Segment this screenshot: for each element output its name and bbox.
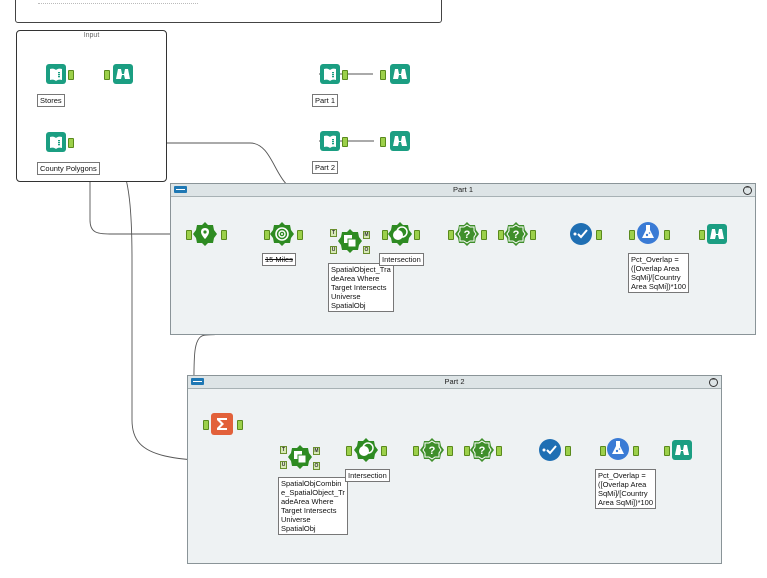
output-anchor[interactable]: [565, 446, 571, 456]
spatial-match-icon[interactable]: [338, 229, 362, 253]
collapse-icon[interactable]: ⌃: [709, 378, 718, 387]
spatial-match-label[interactable]: SpatialObjCombin e_SpatialObject_Tr adeA…: [278, 477, 348, 535]
stores-label[interactable]: Stores: [37, 94, 65, 107]
universe-anchor-tag[interactable]: U: [280, 461, 287, 469]
part1-header[interactable]: Part 1 ⌃: [171, 184, 755, 197]
match-anchor-tag[interactable]: M: [363, 231, 370, 239]
top-comment-box[interactable]: [15, 0, 442, 23]
universe-anchor-tag[interactable]: U: [330, 246, 337, 254]
trade-area-icon[interactable]: [270, 222, 294, 246]
input-anchor[interactable]: [186, 230, 192, 240]
input-anchor[interactable]: [629, 230, 635, 240]
filter-icon[interactable]: ?: [470, 438, 494, 462]
filter-icon[interactable]: ?: [504, 222, 528, 246]
svg-text:?: ?: [513, 229, 520, 241]
collapse-icon[interactable]: ⌃: [743, 186, 752, 195]
input-data-icon[interactable]: [319, 63, 341, 85]
output-anchor[interactable]: [68, 138, 74, 148]
output-anchor[interactable]: [664, 230, 670, 240]
input-anchor[interactable]: [264, 230, 270, 240]
output-anchor[interactable]: [68, 70, 74, 80]
formula-icon[interactable]: [636, 220, 660, 246]
browse-icon[interactable]: [389, 63, 411, 85]
input-anchor[interactable]: [346, 446, 352, 456]
join-icon[interactable]: [538, 438, 562, 462]
output-anchor[interactable]: [530, 230, 536, 240]
input-data-icon[interactable]: [319, 130, 341, 152]
output-anchor[interactable]: [633, 446, 639, 456]
browse-icon[interactable]: [671, 439, 693, 461]
filter-icon[interactable]: ?: [420, 438, 444, 462]
part1-title: Part 1: [452, 185, 473, 194]
output-anchor-tag[interactable]: O: [363, 246, 370, 254]
intersection-label[interactable]: Intersection: [379, 253, 424, 266]
join-icon[interactable]: [569, 222, 593, 246]
browse-icon[interactable]: [706, 223, 728, 245]
output-anchor[interactable]: [596, 230, 602, 240]
input-anchor[interactable]: [380, 70, 386, 80]
output-anchor-tag[interactable]: O: [313, 462, 320, 470]
county-polygons-label[interactable]: County Polygons: [37, 162, 100, 175]
filter-icon[interactable]: ?: [455, 222, 479, 246]
input-anchor[interactable]: [664, 446, 670, 456]
svg-text:?: ?: [464, 229, 471, 241]
part2-header[interactable]: Part 2 ⌃: [188, 376, 721, 389]
browse-icon[interactable]: [389, 130, 411, 152]
input-anchor[interactable]: [413, 446, 419, 456]
input-anchor[interactable]: [203, 420, 209, 430]
buffer-label[interactable]: 15 Miles: [262, 253, 296, 266]
formula-label[interactable]: Pct_Overlap = ([Overlap Area SqMi]/[Coun…: [595, 469, 657, 509]
output-anchor[interactable]: [381, 446, 387, 456]
output-anchor[interactable]: [342, 137, 348, 147]
input-anchor[interactable]: [699, 230, 705, 240]
output-anchor[interactable]: [447, 446, 453, 456]
input-data-icon[interactable]: [45, 131, 67, 153]
summarize-icon[interactable]: [210, 412, 234, 436]
output-anchor[interactable]: [237, 420, 243, 430]
input-container-title: Input: [83, 32, 100, 39]
create-points-icon[interactable]: [193, 222, 217, 246]
input-anchor[interactable]: [104, 70, 110, 80]
spatial-process-icon[interactable]: [388, 222, 412, 246]
svg-text:?: ?: [429, 445, 436, 457]
spatial-match-label[interactable]: SpatialObject_Tra deArea Where Target In…: [328, 263, 394, 312]
input-anchor[interactable]: [448, 230, 454, 240]
input-anchor[interactable]: [600, 446, 606, 456]
target-anchor-tag[interactable]: T: [280, 446, 287, 454]
svg-text:?: ?: [479, 445, 486, 457]
input-data-icon[interactable]: [45, 63, 67, 85]
input-anchor[interactable]: [382, 230, 388, 240]
input-anchor[interactable]: [464, 446, 470, 456]
top-comment-text: [38, 0, 198, 4]
intersection-label[interactable]: Intersection: [345, 469, 390, 482]
output-anchor[interactable]: [221, 230, 227, 240]
spatial-match-icon[interactable]: [288, 445, 312, 469]
output-anchor[interactable]: [481, 230, 487, 240]
match-anchor-tag[interactable]: M: [313, 447, 320, 455]
formula-icon[interactable]: [606, 436, 630, 462]
input-anchor[interactable]: [380, 137, 386, 147]
output-anchor[interactable]: [496, 446, 502, 456]
browse-icon[interactable]: [112, 63, 134, 85]
target-anchor-tag[interactable]: T: [330, 229, 337, 237]
part1-top-label[interactable]: Part 1: [312, 94, 339, 107]
part2-title: Part 2: [444, 377, 465, 386]
spatial-process-icon[interactable]: [354, 438, 378, 462]
formula-label[interactable]: Pct_Overlap = ([Overlap Area SqMi]/[Coun…: [628, 253, 690, 293]
part2-top-label[interactable]: Part 2: [312, 161, 339, 174]
output-anchor[interactable]: [342, 70, 348, 80]
output-anchor[interactable]: [414, 230, 420, 240]
input-anchor[interactable]: [498, 230, 504, 240]
output-anchor[interactable]: [297, 230, 303, 240]
